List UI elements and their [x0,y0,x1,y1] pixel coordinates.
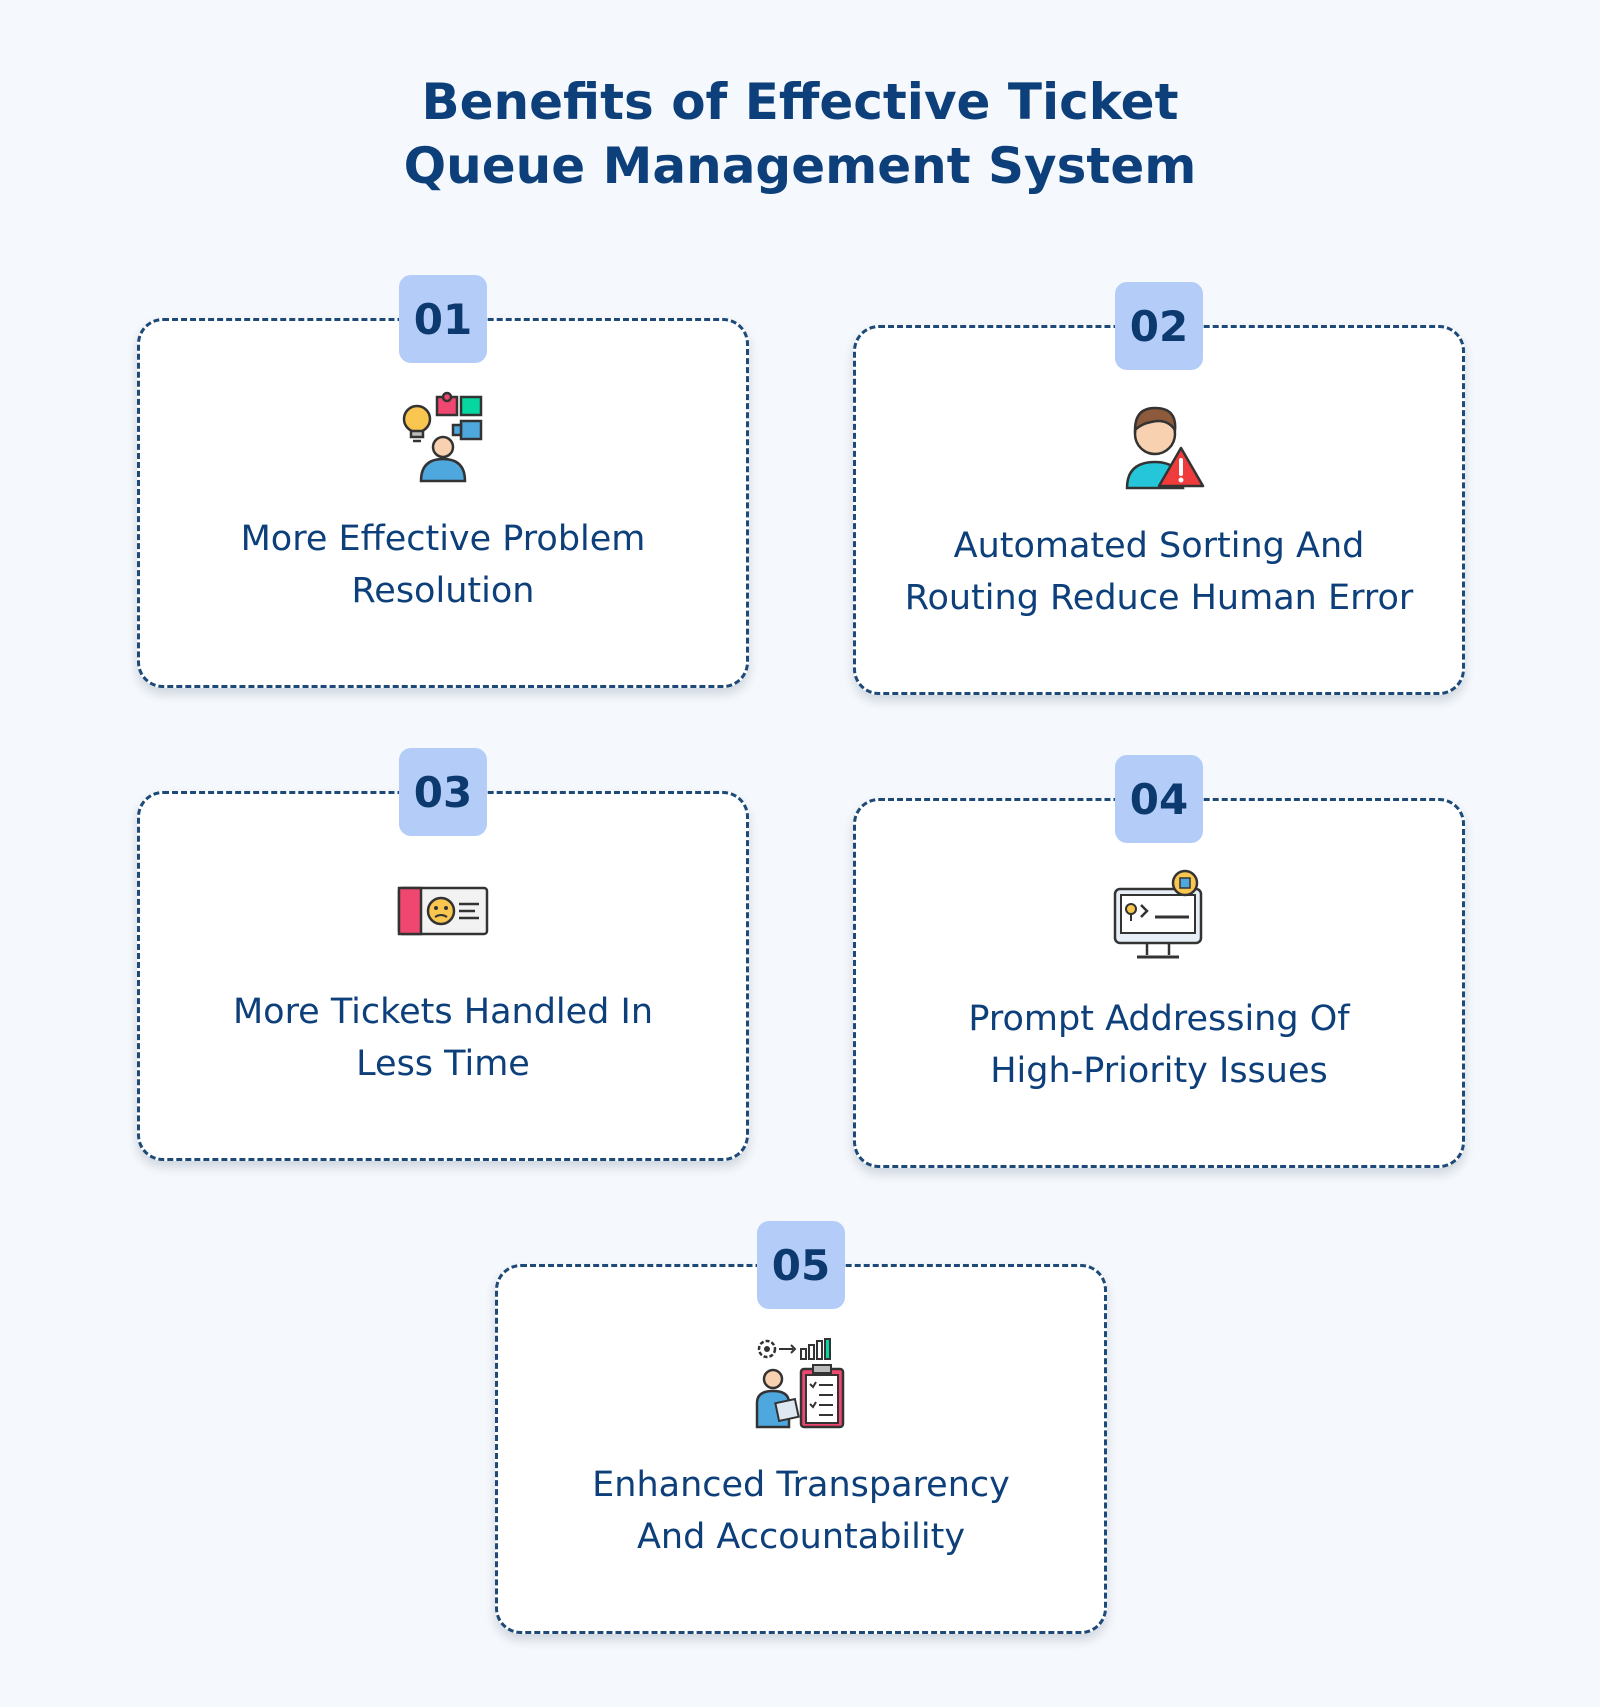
problem-solving-icon [395,389,491,485]
card-text-line-2: High-Priority Issues [990,1051,1328,1091]
card-text-line-1: Enhanced Transparency [592,1465,1010,1505]
ticket-icon [395,862,491,958]
card-text-line-1: Automated Sorting And [953,526,1365,566]
title-line-1: Benefits of Effective Ticket [421,73,1179,131]
benefit-card-1: 01 More Effective Problem Resolution [137,275,749,688]
card-number-badge: 02 [1115,282,1203,370]
benefit-card-5: 05 [495,1221,1107,1634]
card-number-badge: 05 [757,1221,845,1309]
card-text-line-2: Resolution [351,571,535,611]
benefit-card-2: 02 Automated Sorting And Routing Reduce … [853,282,1465,695]
card-text-line-1: More Effective Problem [240,519,646,559]
card-text-line-1: More Tickets Handled In [232,992,654,1032]
card-text-line-2: And Accountability [636,1517,966,1557]
card-description: Prompt Addressing Of High-Priority Issue… [866,993,1452,1097]
card-number-badge: 04 [1115,755,1203,843]
card-description: More Tickets Handled In Less Time [150,986,736,1090]
human-error-icon [1111,396,1207,492]
card-text-line-2: Routing Reduce Human Error [904,578,1414,618]
card-description: Enhanced Transparency And Accountability [508,1459,1094,1563]
card-description: Automated Sorting And Routing Reduce Hum… [866,520,1452,624]
accountability-checklist-icon [753,1335,849,1431]
card-text-line-1: Prompt Addressing Of [968,999,1350,1039]
title-line-2: Queue Management System [403,137,1197,195]
page-title: Benefits of Effective Ticket Queue Manag… [0,70,1600,198]
card-number-badge: 03 [399,748,487,836]
card-description: More Effective Problem Resolution [150,513,736,617]
card-number-badge: 01 [399,275,487,363]
benefit-card-4: 04 Prompt Addressing Of High-Priority Is… [853,755,1465,1168]
card-text-line-2: Less Time [356,1044,530,1084]
computer-priority-icon [1111,869,1207,965]
benefit-card-3: 03 More Tickets Handled In Less Time [137,748,749,1161]
